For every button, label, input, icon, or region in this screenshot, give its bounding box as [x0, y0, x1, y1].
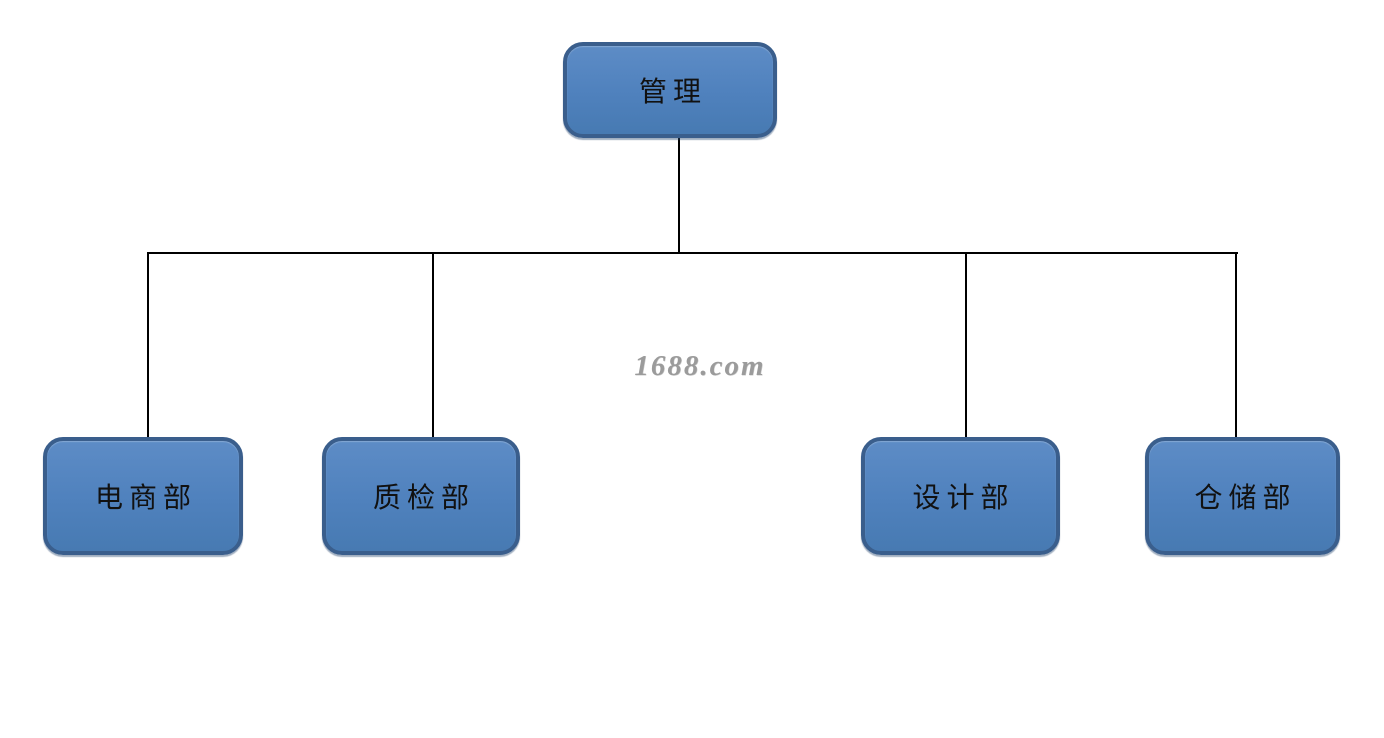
connector-drop-design [965, 252, 967, 437]
org-node-ecommerce-dept: 电商部 [43, 437, 243, 555]
connector-root-vertical [678, 138, 680, 253]
watermark-1688: 1688.com [634, 350, 766, 382]
org-node-label: 质检部 [372, 483, 475, 514]
connector-drop-quality [432, 252, 434, 437]
connector-drop-warehouse [1235, 252, 1237, 437]
org-node-design-dept: 设计部 [861, 437, 1060, 555]
org-node-label: 电商部 [94, 483, 197, 514]
connector-drop-ecommerce [147, 252, 149, 437]
org-node-quality-dept: 质检部 [322, 437, 520, 555]
org-node-management: 管理 [563, 42, 777, 138]
org-node-label: 管理 [638, 77, 707, 108]
org-node-warehouse-dept: 仓储部 [1145, 437, 1340, 555]
org-node-label: 设计部 [912, 483, 1015, 514]
org-node-label: 仓储部 [1194, 483, 1297, 514]
connector-horizontal-bus [147, 252, 1238, 254]
